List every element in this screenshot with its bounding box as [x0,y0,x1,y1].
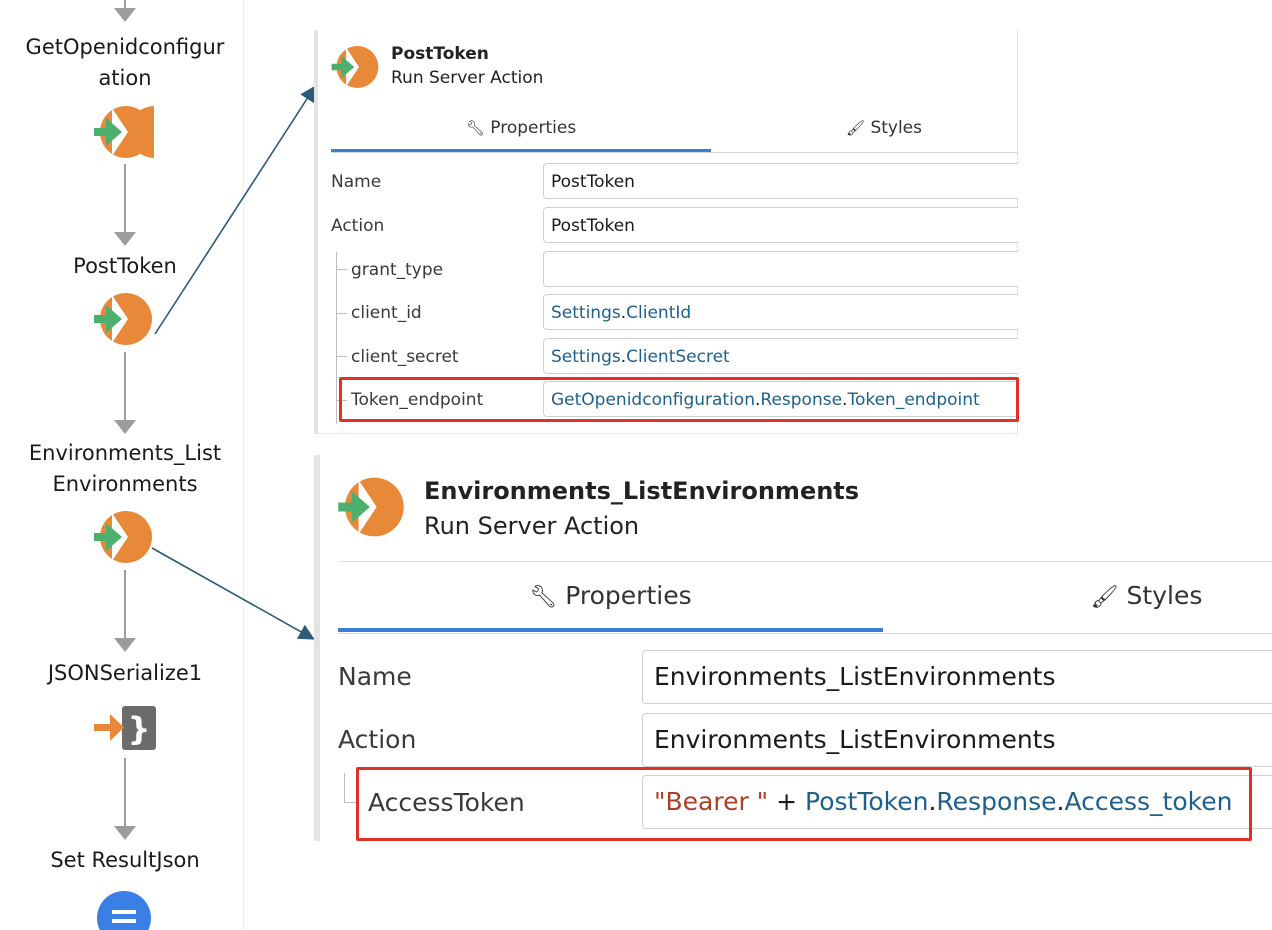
run-server-action-icon[interactable] [92,509,154,565]
brush-icon: 🖌︎ [845,119,866,137]
panel-subtitle: Run Server Action [391,68,544,88]
tab-properties[interactable]: 🔧︎ Properties [529,581,692,610]
panel-tabs [338,565,1272,634]
panel-tabs [331,110,1018,153]
access-token-input[interactable]: "Bearer " + PostToken.Response.Access_to… [642,775,1272,829]
client-id-input[interactable]: Settings.ClientId [543,294,1018,330]
flow-connector [124,164,126,232]
run-server-action-icon[interactable] [92,291,154,347]
run-server-action-icon [338,477,404,537]
tab-properties[interactable]: 🔧︎ Properties [465,118,577,138]
field-label-name: Name [338,662,412,691]
assign-icon[interactable] [96,890,154,930]
client-secret-input[interactable]: Settings.ClientSecret [543,338,1018,374]
highlight-box [356,767,1252,841]
panel-title: Environments_ListEnvironments [424,477,860,505]
node-label-jsonserialize1: JSONSerialize1 [47,661,203,685]
tab-active-indicator [331,149,711,152]
flow-arrowhead [114,8,136,22]
parameter-tree-line [344,773,345,803]
node-label-posttoken: PostToken [73,254,177,278]
flow-arrowhead [114,232,136,246]
flow-connector [124,758,126,826]
flow-arrowhead [114,638,136,652]
field-label-access-token: AccessToken [368,788,525,817]
wrench-icon: 🔧︎ [465,119,485,137]
flow-connector [124,0,126,8]
field-label-action: Action [338,725,417,754]
panel-title: PostToken [391,44,489,64]
field-label-token-endpoint: Token_endpoint [351,390,484,410]
callout-arrows [151,85,316,640]
node-label-set-resultjson: Set ResultJson [50,848,200,872]
tab-styles[interactable]: 🖌︎ Styles [845,118,922,138]
tab-styles[interactable]: 🖌︎ Styles [1090,581,1203,610]
token-endpoint-input[interactable]: GetOpenidconfiguration.Response.Token_en… [543,381,1018,417]
json-serialize-icon[interactable]: } [92,704,158,752]
flow-connector [124,352,126,420]
properties-panel-posttoken: PostToken Run Server Action 🔧︎ Propertie… [314,30,1018,434]
field-label-client-secret: client_secret [351,347,459,367]
name-input[interactable]: Environments_ListEnvironments [642,650,1272,704]
run-server-action-icon[interactable] [92,104,154,160]
action-input[interactable]: Environments_ListEnvironments [642,713,1272,767]
tab-active-indicator [338,628,883,632]
svg-text:}: } [128,710,151,748]
field-label-name: Name [331,172,382,192]
wrench-icon: 🔧︎ [529,585,558,610]
grant-type-input[interactable] [543,251,1018,287]
flow-arrowhead [114,420,136,434]
field-label-client-id: client_id [351,303,422,323]
parameter-tree-line [336,252,337,424]
run-server-action-icon [331,46,379,88]
properties-panel-environments-listenvironments: Environments_ListEnvironments Run Server… [314,455,1272,841]
node-label-environments-listenvironments: Environments_List Environments [28,441,222,496]
flow-connector [124,570,126,638]
name-input[interactable]: PostToken [543,163,1018,199]
flow-arrowhead [114,826,136,840]
field-label-action: Action [331,216,385,236]
panel-subtitle: Run Server Action [424,512,640,540]
node-label-getopenidconfiguration: GetOpenidconfigur ation [25,35,225,90]
highlight-box [339,377,1019,422]
brush-icon: 🖌︎ [1090,585,1119,610]
field-label-grant-type: grant_type [351,260,444,280]
action-input[interactable]: PostToken [543,207,1018,243]
